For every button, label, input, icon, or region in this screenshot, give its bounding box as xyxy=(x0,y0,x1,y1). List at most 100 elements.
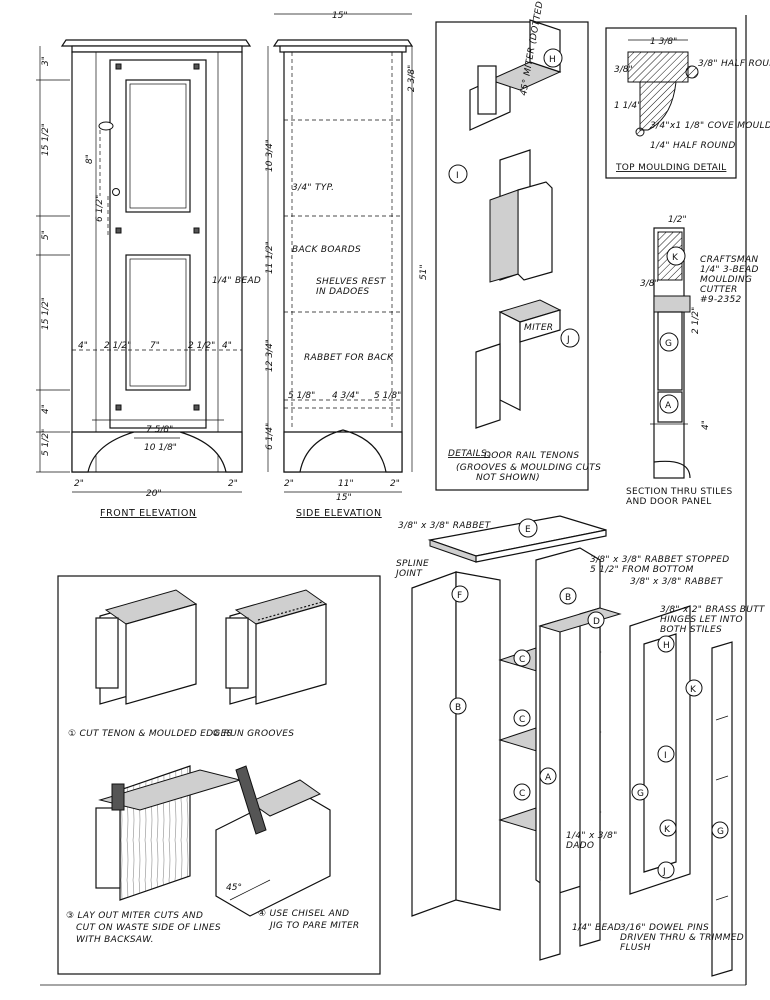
dim-side-top: 15" xyxy=(332,11,348,21)
step4-caption-1: ④ USE CHISEL AND xyxy=(258,909,349,919)
part-marker-h2 xyxy=(657,635,675,653)
label-dowel-3: FLUSH xyxy=(620,943,651,953)
peg xyxy=(193,404,200,411)
dim-front-left-2: 2" xyxy=(74,479,84,489)
peg xyxy=(115,404,122,411)
dim-s-12: 12 3/4" xyxy=(265,339,275,372)
part-b-label: B xyxy=(455,703,461,713)
label-rabbet-stopped-2: 5 1/2" FROM BOTTOM xyxy=(590,565,694,575)
top-moulding-box xyxy=(605,27,737,179)
section-caption-1: SECTION THRU STILES xyxy=(626,487,732,497)
part-marker-a-section xyxy=(659,394,679,414)
dim-w-4a: 4" xyxy=(78,341,88,351)
dim-sec-2: 3/8" xyxy=(640,279,659,289)
label-back-boards: BACK BOARDS xyxy=(292,245,361,255)
craftsman-4: CUTTER xyxy=(700,285,738,295)
dim-s-6: 6 1/4" xyxy=(265,423,275,450)
label-rabbet-side: 3/8" x 3/8" RABBET xyxy=(630,577,724,587)
label-in-dadoes: IN DADOES xyxy=(316,287,369,297)
dim-w-7: 7" xyxy=(150,341,160,351)
part-f-left-label: F xyxy=(457,591,462,601)
details-line2: (GROOVES & MOULDING CUTS xyxy=(456,463,601,473)
front-door-upper-panel-bevel xyxy=(129,83,187,209)
step2-illustration xyxy=(225,589,328,705)
dim-w-4b: 4" xyxy=(222,341,232,351)
side-base-arch xyxy=(283,429,403,473)
label-hinges-2: HINGES LET INTO xyxy=(660,615,743,625)
step3-caption-1: ③ LAY OUT MITER CUTS AND xyxy=(66,911,203,921)
label-hinges-3: BOTH STILES xyxy=(660,625,722,635)
details-title: DETAILS: xyxy=(448,449,490,459)
dim-h-15a: 15 1/2" xyxy=(41,123,51,156)
part-marker-e xyxy=(518,518,538,538)
details-line1: DOOR RAIL TENONS xyxy=(484,451,579,461)
label-spline-1: SPLINE xyxy=(396,559,429,569)
detail-i-tenon xyxy=(489,149,553,283)
label-rabbet-top: 3/8" x 3/8" RABBET xyxy=(398,521,492,531)
peg xyxy=(115,227,122,234)
part-marker-j xyxy=(560,328,580,348)
label-rabbet-stopped-1: 3/8" x 3/8" RABBET STOPPED xyxy=(590,555,730,565)
part-marker-i xyxy=(448,164,468,184)
label-half-round-top: 3/8" HALF ROUND xyxy=(698,59,770,69)
part-k1-label: K xyxy=(690,685,697,695)
dim-h-5b: 5 1/2" xyxy=(41,429,51,456)
part-marker-k-section xyxy=(666,246,686,266)
dim-total-height: 51" xyxy=(419,264,429,280)
part-marker-b xyxy=(449,697,467,715)
top-moulding-section xyxy=(627,51,699,137)
dim-h-6: 6 1/2" xyxy=(95,195,105,222)
front-door-lower-panel xyxy=(125,254,191,391)
part-j2-label: J xyxy=(662,867,666,877)
step1-illustration xyxy=(95,589,198,705)
details-line3: NOT SHOWN) xyxy=(476,473,540,483)
dim-angle: 45° xyxy=(226,883,242,893)
label-dado-2: DADO xyxy=(566,841,594,851)
part-marker-g1 xyxy=(631,783,649,801)
caption-front-elevation: FRONT ELEVATION xyxy=(100,508,197,519)
part-marker-h xyxy=(543,48,563,68)
section-caption-2: AND DOOR PANEL xyxy=(626,497,712,507)
part-k2-label: K xyxy=(664,825,671,835)
part-marker-c2 xyxy=(513,709,531,727)
step3-caption-2: CUT ON WASTE SIDE OF LINES xyxy=(76,923,221,933)
craftsman-2: 1/4" 3-BEAD xyxy=(700,265,759,275)
step4-caption-2: JIG TO PARE MITER xyxy=(268,921,359,931)
front-elevation xyxy=(36,39,252,493)
dim-h-8: 8" xyxy=(85,154,95,164)
part-h-label: H xyxy=(549,55,556,65)
dim-s-2: 2 3/8" xyxy=(407,65,417,92)
dim-sec-1: 1/2" xyxy=(668,215,687,225)
part-marker-j2 xyxy=(657,861,675,879)
part-marker-c3 xyxy=(513,783,531,801)
label-bead: 1/4" BEAD xyxy=(212,276,261,286)
craftsman-1: CRAFTSMAN xyxy=(700,255,758,265)
dim-md-1: 1 3/8" xyxy=(650,37,677,47)
side-cornice xyxy=(272,39,414,47)
part-marker-g2 xyxy=(711,821,729,839)
part-a-label: A xyxy=(545,773,552,783)
dim-h-15b: 15 1/2" xyxy=(41,297,51,330)
label-rabbet-for-back: RABBET FOR BACK xyxy=(304,353,394,363)
dim-side-bottom: 15" xyxy=(336,493,352,503)
part-i2-label: I xyxy=(664,751,667,761)
front-door-upper-panel xyxy=(125,79,191,213)
step3-caption-3: WITH BACKSAW. xyxy=(76,935,154,945)
details-box xyxy=(435,21,589,491)
front-door-lower-panel-bevel xyxy=(129,258,187,387)
step4-illustration xyxy=(215,765,331,917)
caption-side-elevation: SIDE ELEVATION xyxy=(296,508,382,519)
label-cove-moulding: 3/4"x1 1/8" COVE MOULDING xyxy=(650,121,770,131)
label-bead-bottom: 1/4" BEAD xyxy=(572,923,621,933)
dim-s-5a: 5 1/8" xyxy=(288,391,315,401)
peg xyxy=(193,63,200,70)
section-k-label: K xyxy=(672,253,679,263)
side-cornice-band xyxy=(279,45,407,53)
part-marker-k2 xyxy=(659,819,677,837)
label-half-round-bottom: 1/4" HALF ROUND xyxy=(650,141,736,151)
dim-md-3: 1 1/4" xyxy=(614,101,641,111)
part-h2-label: H xyxy=(663,641,670,651)
dim-h-4: 4" xyxy=(41,404,51,414)
label-miter: MITER xyxy=(524,323,553,333)
